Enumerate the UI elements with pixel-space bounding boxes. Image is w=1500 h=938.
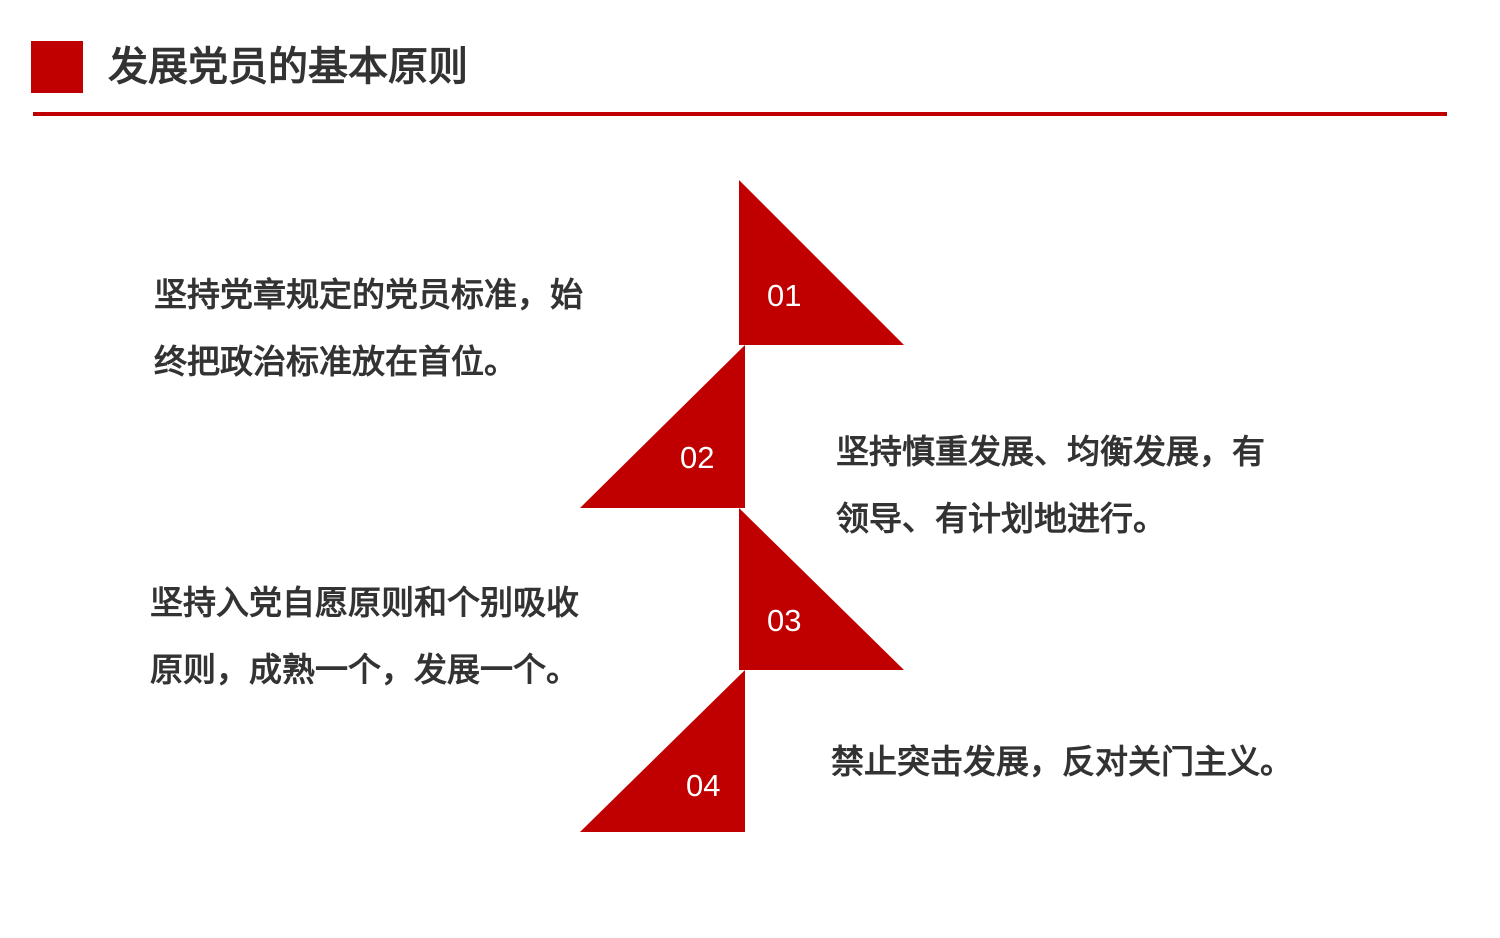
principle-text-03: 坚持入党自愿原则和个别吸收 原则，成熟一个，发展一个。 [150,583,579,689]
triangle-number-01: 01 [767,278,801,313]
triangle-04 [580,670,745,832]
page-title: 发展党员的基本原则 [108,44,468,90]
principle-text-04: 禁止突击发展，反对关门主义。 [831,742,1293,781]
triangle-02 [580,345,745,508]
header-divider [33,112,1447,116]
header-accent-square [31,41,83,93]
triangle-number-03: 03 [767,603,801,638]
triangle-01 [739,180,904,345]
triangle-03 [739,508,904,670]
triangle-number-02: 02 [680,440,714,475]
principle-text-01: 坚持党章规定的党员标准，始 终把政治标准放在首位。 [154,275,583,381]
triangle-number-04: 04 [686,768,720,803]
principle-text-02: 坚持慎重发展、均衡发展，有 领导、有计划地进行。 [836,432,1265,538]
